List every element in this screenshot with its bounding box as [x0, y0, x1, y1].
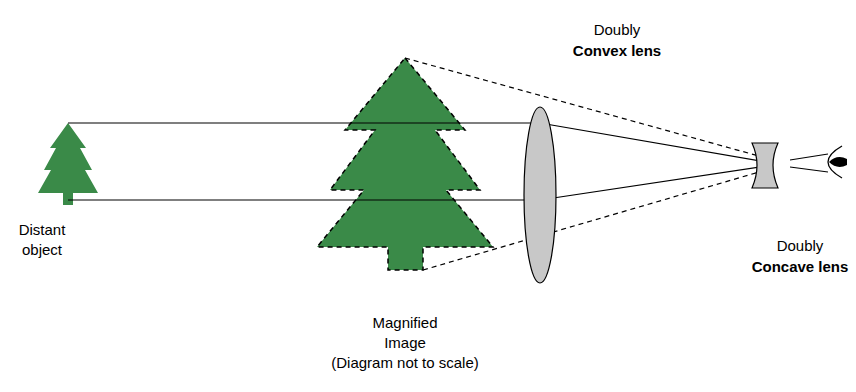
- lens-label: Concave lens: [752, 257, 849, 277]
- image-label: Magnified Image: [360, 313, 450, 353]
- light-ray: [790, 154, 828, 160]
- light-ray: [790, 167, 828, 172]
- distant-tree: [38, 123, 98, 205]
- note-label: (Diagram not to scale): [331, 353, 479, 373]
- lens-label: Doubly: [594, 20, 641, 40]
- object-label: Distant object: [7, 220, 77, 260]
- virtual-ray: [423, 170, 766, 270]
- light-ray: [68, 166, 766, 200]
- convex-lens: [524, 107, 556, 283]
- virtual-ray: [405, 58, 766, 158]
- eye-pupil: [829, 157, 847, 167]
- concave-lens: [752, 143, 778, 188]
- lens-label: Doubly: [777, 236, 824, 256]
- magnified-tree: [317, 58, 493, 270]
- lens-label: Convex lens: [573, 41, 661, 61]
